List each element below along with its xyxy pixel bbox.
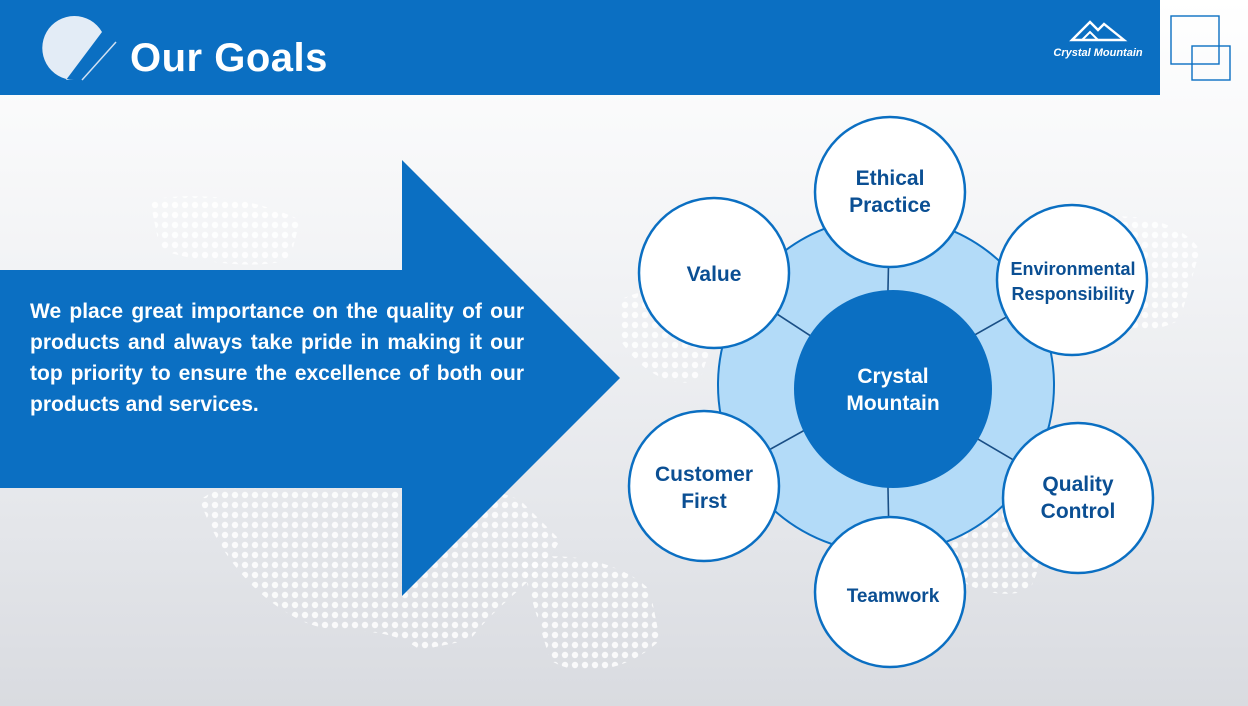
node-label-ethical: Ethical Practice [849, 167, 931, 217]
node-circle-teamwork [813, 515, 967, 669]
node-label-teamwork: Teamwork [846, 585, 940, 607]
brand-logo: Crystal Mountain [1048, 14, 1148, 59]
node-circle-quality [1001, 421, 1155, 575]
center-circle [794, 290, 992, 488]
brand-name: Crystal Mountain [1053, 47, 1143, 59]
node-circle-ethical [813, 115, 967, 269]
header-bar: Our Goals Crystal Mountain [0, 0, 1160, 95]
center-label: Crystal Mountain [846, 365, 940, 415]
node-circle-customer [627, 409, 781, 563]
node-label-environmental: Environmental Responsibility [1010, 259, 1136, 304]
mountain-logo-icon [1069, 20, 1128, 42]
corner-squares-icon [1170, 15, 1231, 81]
node-label-customer: Customer First [654, 463, 754, 513]
node-label-quality: Quality Control [1040, 473, 1116, 523]
header-logo-icon [42, 16, 117, 81]
node-label-value: Value [686, 262, 742, 286]
arrow-statement: We place great importance on the quality… [30, 300, 524, 416]
node-circle-value [637, 196, 791, 350]
page-title: Our Goals [130, 36, 328, 80]
node-circle-environmental [995, 203, 1149, 357]
